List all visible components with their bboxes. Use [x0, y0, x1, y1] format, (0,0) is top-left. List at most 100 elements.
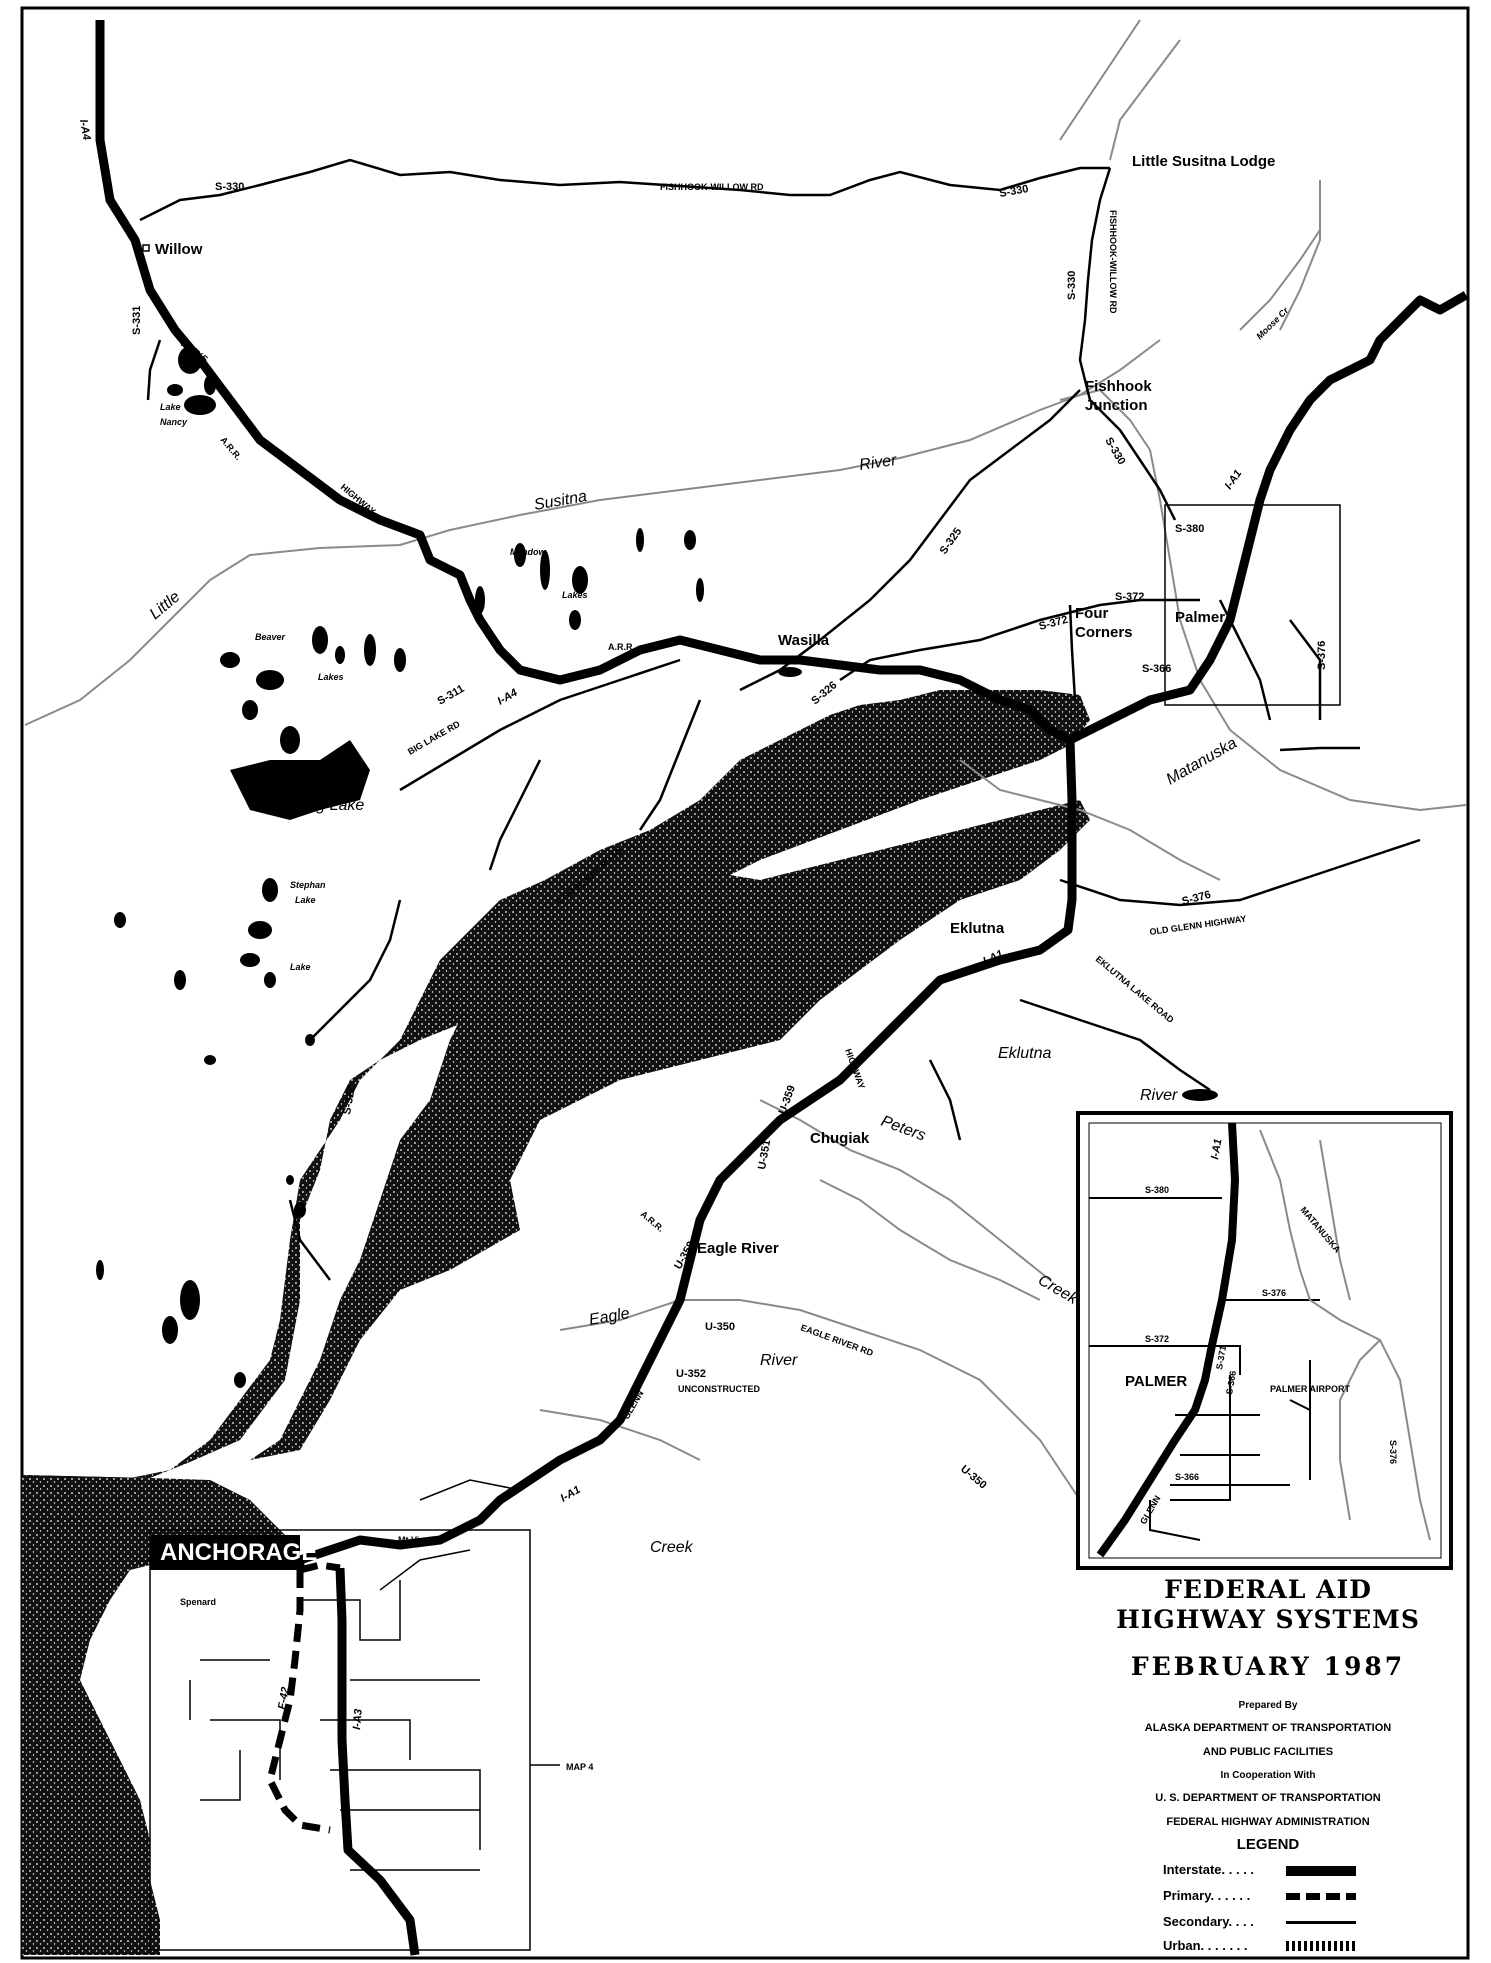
label-wasilla: Wasilla — [778, 632, 830, 649]
label-fishhook: Fishhook — [1085, 378, 1152, 395]
label-chugiak: Chugiak — [810, 1130, 870, 1147]
label-i-a3: I-A3 — [351, 1709, 365, 1731]
label-fishhook-willow-rd: FISHHOOK-WILLOW RD — [660, 182, 764, 192]
label-little: Little — [147, 588, 184, 623]
legend-secondary-label: Secondary. . . . — [1163, 1914, 1254, 1929]
label-mt-view: Mt View — [398, 1535, 432, 1545]
label-s-328: S-328 — [341, 1085, 358, 1116]
label-four: Four — [1075, 605, 1108, 622]
label-susitna-river: River — [858, 452, 898, 474]
legend-interstate-swatch — [1286, 1866, 1356, 1876]
map-frame — [20, 6, 1470, 1960]
label-s-325: S-325 — [938, 526, 965, 557]
label-s-330-west: S-330 — [215, 181, 244, 193]
title-line-1: FEDERAL AID — [1164, 1575, 1372, 1604]
credit-cooperation: In Cooperation With — [1220, 1770, 1316, 1781]
label-u-351: U-351 — [756, 1139, 773, 1171]
label-beaver-lakes: Lakes — [318, 672, 344, 682]
cook-inlet-water — [22, 690, 1090, 1480]
label-lake-nancy-1: Lake — [160, 402, 181, 412]
label-inset-s371: S-371 — [1214, 1345, 1228, 1370]
credit-dept-2: AND PUBLIC FACILITIES — [1202, 1746, 1334, 1758]
credit-prepared-by: Prepared By — [1238, 1700, 1298, 1711]
label-susitna: Susitna — [533, 488, 589, 514]
label-ship-creek: Creek — [650, 1539, 694, 1556]
label-eklutna: Eklutna — [950, 920, 1005, 937]
label-corners: Corners — [1075, 624, 1133, 641]
label-i-a1-north: I-A1 — [1223, 468, 1245, 492]
label-s-372a: S-372 — [1038, 614, 1069, 633]
label-palmer: Palmer — [1175, 609, 1225, 626]
knik-arm-upper — [250, 800, 1090, 1460]
place-labels: Willow Little Susitna Lodge Fishhook Jun… — [142, 153, 1351, 1772]
label-eagle: Eagle — [588, 1305, 631, 1329]
interstate-routes — [95, 20, 1469, 1956]
title-date: FEBRUARY 1987 — [1130, 1652, 1406, 1681]
label-u-350b: U-350 — [958, 1463, 989, 1491]
label-eagle-river-water: River — [760, 1352, 798, 1369]
lakes — [96, 346, 1218, 1388]
label-u-352: U-352 — [676, 1368, 706, 1380]
label-s-366: S-366 — [1142, 663, 1171, 675]
label-matanuska: Matanuska — [1164, 735, 1240, 789]
legend-secondary-swatch — [1286, 1921, 1356, 1924]
palmer-inset-map — [1076, 1111, 1453, 1570]
label-s-311: S-311 — [436, 683, 467, 708]
label-inset-s366: S-366 — [1224, 1370, 1238, 1395]
label-s-372b: S-372 — [1115, 591, 1144, 603]
label-inset-s366b: S-366 — [1175, 1472, 1199, 1482]
label-inset-s372: S-372 — [1145, 1334, 1169, 1344]
legend-urban-swatch — [1286, 1941, 1356, 1951]
label-creek: Creek — [1035, 1272, 1081, 1309]
legend-heading: LEGEND — [1236, 1836, 1300, 1853]
label-u-350: U-350 — [705, 1321, 735, 1333]
label-big-lake: Big Lake — [302, 797, 364, 814]
label-inset-s380: S-380 — [1145, 1185, 1169, 1195]
label-beaver: Beaver — [255, 632, 286, 642]
legend-urban-label: Urban. . . . . . . — [1163, 1938, 1248, 1953]
palmer-detail-box — [1164, 504, 1341, 706]
primary-segment-north — [299, 1561, 341, 1574]
label-little-susitna-lodge: Little Susitna Lodge — [1132, 153, 1275, 170]
label-meadow: Meadow — [510, 547, 547, 557]
label-arr-2: A.R.R. — [608, 642, 635, 652]
title-line-2: HIGHWAY SYSTEMS — [1116, 1605, 1420, 1634]
label-s-330-mid: S-330 — [998, 183, 1029, 200]
label-i-a4: I-A4 — [496, 687, 520, 708]
label-s-376: S-376 — [1316, 641, 1328, 670]
label-s-330-junction: S-330 — [1102, 436, 1127, 467]
label-eklutna-river-1: Eklutna — [998, 1045, 1051, 1062]
label-eagle-river-rd: EAGLE RIVER RD — [799, 1322, 875, 1358]
credit-usdot: U. S. DEPARTMENT OF TRANSPORTATION — [1155, 1792, 1381, 1804]
rivers — [24, 19, 1467, 1501]
label-s-331: S-331 — [131, 306, 143, 335]
label-big-lake-rd: BIG LAKE RD — [406, 719, 462, 757]
label-unconstructed: UNCONSTRUCTED — [678, 1384, 760, 1394]
label-eklutna-lake-road: EKLUTNA LAKE ROAD — [1094, 954, 1176, 1025]
label-fishhook-willow-rd-vert: FISHHOOK-WILLOW RD — [1108, 210, 1118, 314]
label-eklutna-river-2: River — [1140, 1087, 1178, 1104]
label-i-a1-south: I-A1 — [559, 1484, 583, 1505]
legend-primary-label: Primary. . . . . . — [1163, 1888, 1251, 1903]
label-stephan: Stephan — [290, 880, 326, 890]
label-stephan-lake: Lake — [295, 895, 316, 905]
label-spenard: Spenard — [180, 1597, 216, 1607]
label-old-glenn-highway: OLD GLENN HIGHWAY — [1149, 913, 1247, 936]
label-meadow-lakes: Lakes — [562, 590, 588, 600]
label-inset-palmer: PALMER — [1125, 1373, 1187, 1390]
label-f-42: F-42 — [276, 1686, 292, 1710]
label-inset-s376: S-376 — [1262, 1288, 1286, 1298]
label-s-380: S-380 — [1175, 523, 1204, 535]
label-arr-1: A.R.R. — [218, 435, 243, 462]
anchorage-coast-water — [22, 1475, 290, 1955]
legend-primary-swatch — [1286, 1893, 1356, 1900]
label-willow: Willow — [155, 241, 203, 258]
label-map-4: MAP 4 — [566, 1762, 593, 1772]
label-i-a1-inset: I-A1 — [1209, 1138, 1224, 1161]
label-eagle-river: Eagle River — [697, 1240, 779, 1257]
label-s-330-vert: S-330 — [1066, 271, 1078, 300]
label-s-326: S-326 — [809, 679, 839, 707]
credit-fhwa: FEDERAL HIGHWAY ADMINISTRATION — [1166, 1816, 1370, 1828]
credit-dept-1: ALASKA DEPARTMENT OF TRANSPORTATION — [1144, 1722, 1392, 1734]
